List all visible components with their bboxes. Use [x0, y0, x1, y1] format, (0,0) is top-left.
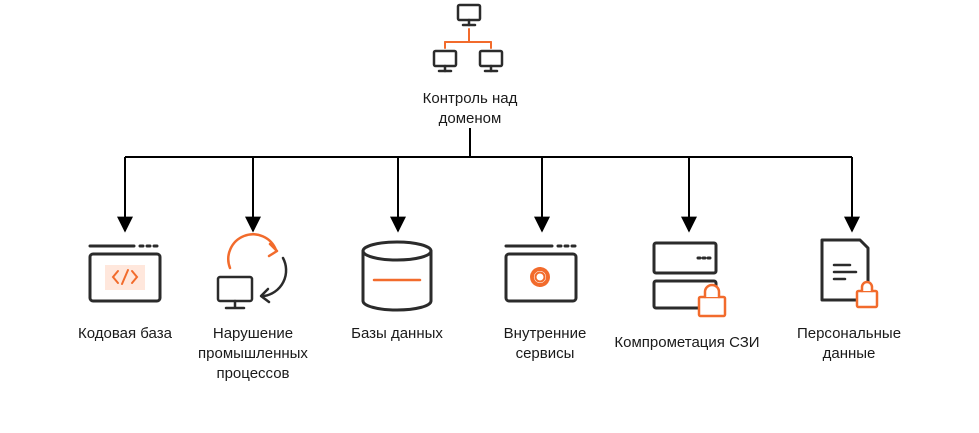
target-label-code-base: Кодовая база	[78, 325, 172, 342]
target-label-industrial-processes: Нарушение промышленных процессов	[198, 325, 308, 382]
target-label-security-tools: Компрометация СЗИ	[614, 334, 760, 351]
target-label-databases: Базы данных	[351, 325, 443, 342]
server-lock-icon	[652, 241, 727, 318]
document-lock-icon	[820, 238, 879, 309]
target-label-personal-data: Персональные данные	[796, 325, 902, 362]
network-computers-icon	[432, 3, 504, 73]
monitor-refresh-icon	[216, 233, 288, 310]
gear-window-icon	[504, 244, 578, 303]
code-window-icon	[88, 244, 162, 303]
connectors	[117, 128, 860, 233]
target-label-internal-services: Внутренние сервисы	[503, 325, 587, 362]
database-icon	[361, 240, 433, 312]
root-label: Контроль над доменом	[422, 90, 518, 127]
